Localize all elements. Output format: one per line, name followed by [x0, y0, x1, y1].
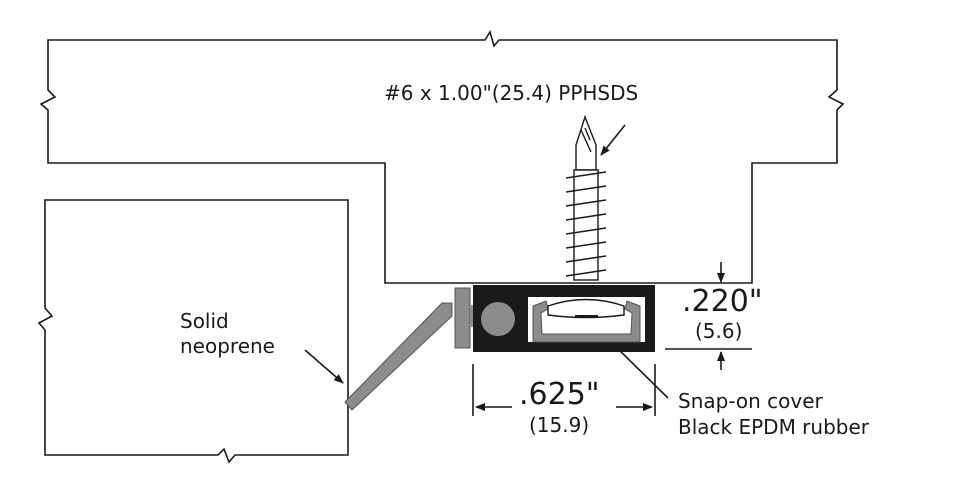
- extrusion-body: [473, 285, 655, 352]
- lower-panel-outline: [37, 199, 349, 464]
- screw-label: #6 x 1.00"(25.4) PPHSDS: [384, 81, 638, 105]
- thickness-mm-label: (5.6): [695, 319, 742, 343]
- upper-frame-outline: [39, 30, 845, 284]
- seal-label-line1: Solid: [180, 309, 229, 333]
- neoprene-leader: [304, 349, 344, 384]
- thickness-in-label: .220": [682, 284, 763, 319]
- screw-head: [547, 298, 625, 319]
- neoprene-gasket: [344, 302, 453, 411]
- screw: [565, 114, 607, 281]
- cover-leader: [611, 342, 669, 399]
- gasket-bulb: [481, 302, 515, 336]
- seal-label-line2: neoprene: [180, 334, 275, 358]
- width-in-label: .625": [519, 377, 600, 412]
- screw-shank: [573, 169, 599, 281]
- screw-leader: [600, 124, 626, 156]
- cover-label-line2: Black EPDM rubber: [678, 415, 870, 439]
- cover-label-line1: Snap-on cover: [678, 389, 824, 413]
- gasket-flange: [454, 287, 471, 349]
- width-mm-label: (15.9): [529, 413, 589, 437]
- screw-tip: [575, 114, 597, 171]
